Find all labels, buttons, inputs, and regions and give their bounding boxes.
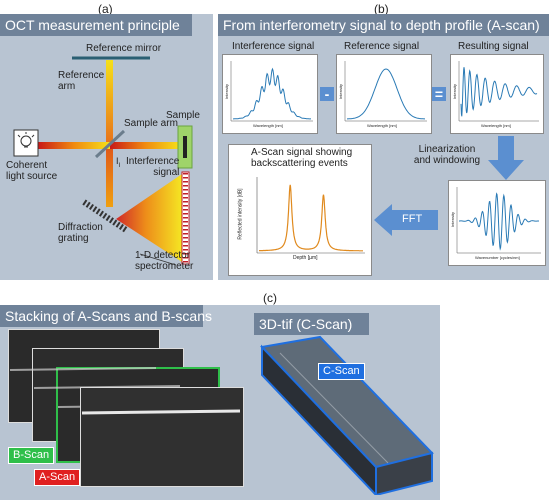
interference-beam bbox=[106, 149, 113, 207]
diffracted-fan bbox=[116, 174, 182, 262]
equals-sign: = bbox=[432, 87, 446, 101]
reference-signal-graph bbox=[344, 61, 427, 122]
diffraction-grating-label: Diffraction grating bbox=[58, 222, 103, 244]
resulting-signal-graph bbox=[458, 61, 539, 122]
beam-splitter bbox=[94, 129, 126, 159]
sample-beam bbox=[110, 142, 180, 149]
panel-b-title: From interferometry signal to depth prof… bbox=[218, 14, 549, 36]
panel-letter-c: (c) bbox=[263, 291, 277, 305]
sample-arm-label: Sample arm bbox=[124, 118, 178, 129]
panel-letter-b: (b) bbox=[374, 2, 389, 16]
cscan-tag: C-Scan bbox=[318, 363, 365, 380]
panel-a-title: OCT measurement principle bbox=[0, 14, 192, 36]
cscan-volume bbox=[259, 335, 434, 495]
windowed-signal-graph bbox=[456, 187, 541, 254]
minus-sign: - bbox=[320, 87, 334, 101]
resulting-xlabel: Wavelength [nm] bbox=[481, 123, 511, 128]
diffraction-grating bbox=[82, 199, 128, 233]
detector-label: 1-D detector spectrometer bbox=[135, 250, 194, 272]
sample-label: Sample bbox=[166, 110, 200, 121]
reference-signal-title: Reference signal bbox=[344, 41, 420, 52]
panel-letter-a: (a) bbox=[98, 2, 113, 16]
light-source-label: Coherent light source bbox=[6, 160, 58, 182]
windowed-signal-plot: Wavenumber [cycles/nm] Intensity bbox=[448, 180, 546, 266]
reference-xlabel: Wavelength [nm] bbox=[367, 123, 397, 128]
interference-signal-graph bbox=[230, 61, 313, 122]
ascan-plot-title: A-Scan signal showing backscattering eve… bbox=[251, 147, 353, 169]
resulting-signal-title: Resulting signal bbox=[458, 41, 529, 52]
ascan-plot-card: A-Scan signal showing backscattering eve… bbox=[228, 144, 372, 276]
ascan-xlabel: Depth [µm] bbox=[293, 255, 318, 261]
ascan-tag: A-Scan bbox=[34, 469, 81, 486]
light-source-box bbox=[13, 129, 39, 157]
reference-beam bbox=[106, 60, 113, 145]
fft-arrow-icon bbox=[374, 204, 438, 236]
interference-ylabel: Intensity bbox=[223, 84, 229, 99]
linearization-arrow-icon bbox=[488, 136, 524, 180]
reference-mirror-label: Reference mirror bbox=[86, 43, 162, 54]
bscan-front bbox=[80, 387, 244, 487]
interference-signal-label: Interference signal bbox=[126, 156, 180, 178]
reference-signal-plot: Wavelength [nm] Intensity bbox=[336, 54, 432, 134]
interference-signal-plot: Wavelength [nm] Intensity bbox=[222, 54, 318, 134]
fft-label: FFT bbox=[402, 213, 423, 225]
source-beam bbox=[38, 142, 110, 149]
panel-c: Stacking of A-Scans and B-scans 3D-tif (… bbox=[0, 305, 440, 500]
interference-xlabel: Wavelength [nm] bbox=[253, 123, 283, 128]
intensity-symbol: II bbox=[116, 156, 121, 169]
resulting-signal-plot: Wavelength [nm] Intensity bbox=[450, 54, 544, 134]
panel-c-right-title: 3D-tif (C-Scan) bbox=[254, 313, 369, 335]
interference-signal-title: Interference signal bbox=[232, 41, 315, 52]
resulting-ylabel: Intensity bbox=[451, 84, 457, 99]
ascan-graph bbox=[256, 177, 365, 254]
oct-setup-diagram bbox=[13, 56, 193, 266]
windowed-ylabel: Intensity bbox=[449, 212, 455, 227]
windowed-xlabel: Wavenumber [cycles/nm] bbox=[475, 255, 520, 260]
linearization-label: Linearization and windowing bbox=[413, 144, 481, 166]
ascan-ylabel: Reflected intensity [dB] bbox=[237, 188, 244, 240]
panel-a: OCT measurement principle bbox=[0, 14, 213, 280]
bscan-tag: B-Scan bbox=[8, 447, 55, 464]
reference-arm-label: Reference arm bbox=[58, 70, 105, 92]
reference-ylabel: Intensity bbox=[337, 84, 343, 99]
panel-c-left-title: Stacking of A-Scans and B-scans bbox=[0, 305, 212, 327]
ascan-lines-overlay bbox=[81, 391, 241, 479]
panel-b: From interferometry signal to depth prof… bbox=[218, 14, 549, 280]
